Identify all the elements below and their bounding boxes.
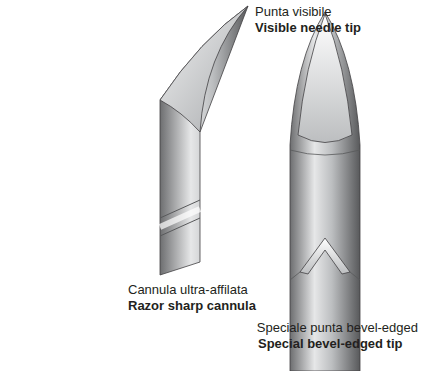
part-label: Speciale punta bevel-edged bbox=[257, 320, 418, 336]
part-label: Punta visibile bbox=[255, 4, 332, 20]
right-needle bbox=[290, 12, 360, 371]
part-label: Cannula ultra-affilata bbox=[128, 282, 248, 298]
part-label: Visible needle tip bbox=[255, 20, 361, 36]
part-label: Special bevel-edged tip bbox=[258, 336, 403, 352]
left-needle bbox=[160, 6, 248, 275]
part-label: Razor sharp cannula bbox=[128, 298, 256, 314]
